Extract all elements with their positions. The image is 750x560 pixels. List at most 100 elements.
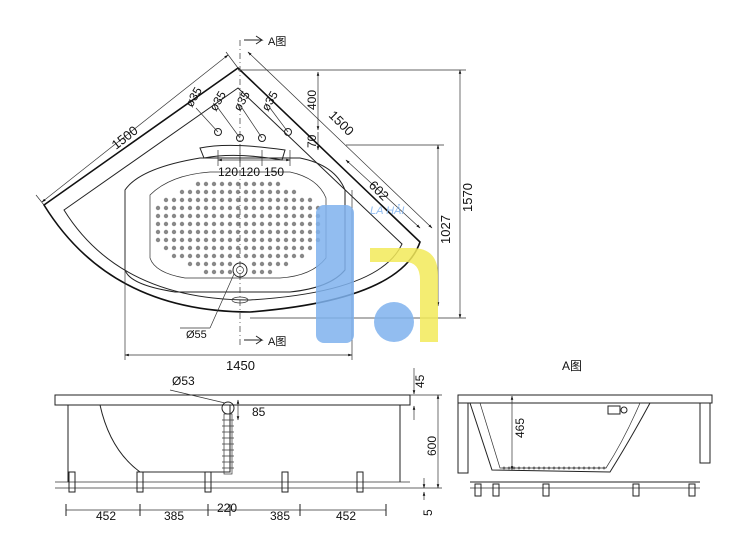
slip-dot [299, 205, 305, 211]
slip-dot [171, 229, 177, 235]
slip-dot [283, 221, 289, 227]
slip-dot [283, 261, 289, 267]
slip-dot [259, 253, 265, 259]
slip-dot [275, 205, 281, 211]
section-a-view: A图 465 [457, 359, 713, 497]
slip-dot [275, 261, 281, 267]
slip-dot [259, 205, 265, 211]
slip-dot [179, 221, 185, 227]
slip-dot [243, 213, 249, 219]
slip-dot [299, 253, 305, 259]
slip-dot [602, 466, 606, 470]
slip-dot [283, 189, 289, 195]
slip-dot [267, 237, 273, 243]
dim-5: 5 [421, 509, 435, 516]
slip-dot [219, 269, 225, 275]
foot [492, 483, 500, 497]
slip-dot [227, 197, 233, 203]
slip-dot [299, 221, 305, 227]
slip-dot [243, 245, 249, 251]
dim-line-right [247, 51, 433, 229]
tub-outline [42, 66, 421, 313]
slip-dot [299, 229, 305, 235]
slip-dot [179, 189, 185, 195]
slip-dot [291, 221, 297, 227]
slip-dot [171, 213, 177, 219]
slip-dot [195, 181, 201, 187]
foot [688, 483, 696, 497]
slip-dot [203, 205, 209, 211]
dim-1500-right: 1500 [326, 108, 357, 139]
valve [607, 405, 621, 415]
slip-dot [179, 245, 185, 251]
slip-dot [567, 466, 571, 470]
slip-dot [275, 221, 281, 227]
slip-dot [291, 245, 297, 251]
slip-dot [195, 229, 201, 235]
slip-dot [587, 466, 591, 470]
slip-dot [557, 466, 561, 470]
slip-dot [179, 205, 185, 211]
slip-dot [171, 253, 177, 259]
side-shell [99, 404, 231, 473]
watermark-logo: LA HẢI [316, 204, 438, 343]
slip-dot [251, 229, 257, 235]
section-title: A图 [562, 359, 582, 373]
slip-dot [155, 229, 161, 235]
slip-dot [203, 261, 209, 267]
slip-dot [203, 237, 209, 243]
slip-dot [291, 253, 297, 259]
slip-dot [235, 253, 241, 259]
slip-dot [227, 205, 233, 211]
slip-dot [211, 197, 217, 203]
slip-dot [187, 197, 193, 203]
dim-85: 85 [252, 405, 266, 419]
slip-dot [577, 466, 581, 470]
support-feet [68, 471, 364, 493]
slip-dot [163, 245, 169, 251]
slip-dot [163, 237, 169, 243]
slip-dot [259, 181, 265, 187]
slip-dot [219, 189, 225, 195]
anti-slip-dots [155, 181, 321, 275]
slip-dot [251, 237, 257, 243]
apron-left [457, 402, 469, 474]
slip-dot [179, 237, 185, 243]
foot [356, 471, 364, 493]
slip-dot [219, 253, 225, 259]
slip-dot [307, 197, 313, 203]
slip-dot [283, 197, 289, 203]
slip-dot [235, 189, 241, 195]
slip-dot [219, 229, 225, 235]
slip-dot [187, 261, 193, 267]
overflow-label: Ø53 [172, 374, 195, 388]
slip-dot [259, 189, 265, 195]
slip-dot [502, 466, 506, 470]
slip-dot [291, 197, 297, 203]
dim-chain-label: 220 [217, 501, 237, 515]
slip-dot [211, 229, 217, 235]
hole-label: ø35 [230, 88, 253, 113]
slip-dot [211, 205, 217, 211]
slip-dot [187, 221, 193, 227]
slip-dot [187, 245, 193, 251]
slip-dot [259, 229, 265, 235]
slip-dot [283, 253, 289, 259]
slip-dot [179, 197, 185, 203]
slip-dot [259, 245, 265, 251]
slip-dot [291, 189, 297, 195]
slip-dot [195, 253, 201, 259]
slip-dot [203, 197, 209, 203]
slip-dot [179, 229, 185, 235]
slip-dot [211, 245, 217, 251]
dim-600: 600 [425, 436, 439, 456]
slip-dot [203, 221, 209, 227]
slip-dot [267, 189, 273, 195]
slip-dot [211, 261, 217, 267]
foot [68, 471, 76, 493]
slip-dot [203, 245, 209, 251]
slip-dot [582, 466, 586, 470]
slip-dot [307, 221, 313, 227]
slip-dot [171, 205, 177, 211]
slip-dot [532, 466, 536, 470]
